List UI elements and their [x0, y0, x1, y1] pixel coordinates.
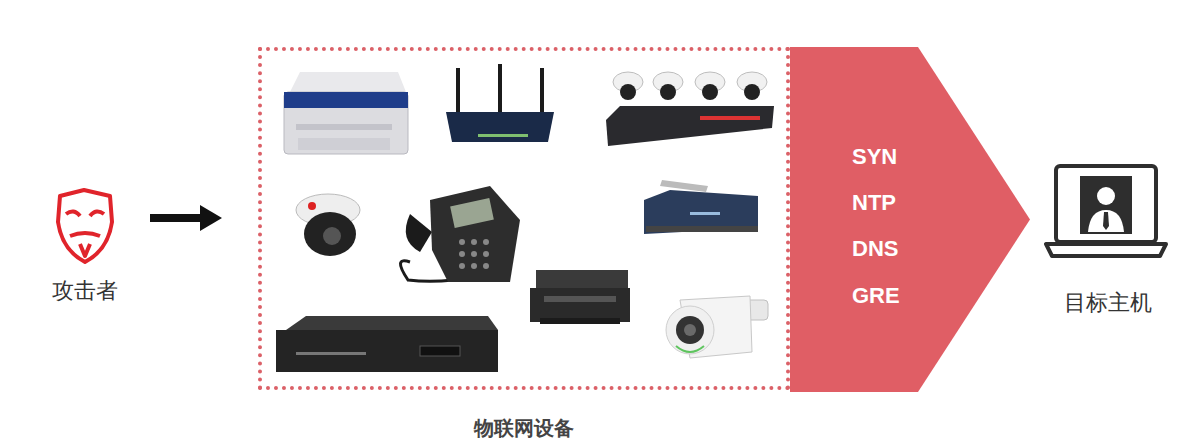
node-label: NTP — [852, 190, 896, 216]
iot-device-group: 物联网设备 — [258, 47, 790, 390]
attack-traffic-arrow: SYN NTP DNS GRE — [790, 47, 1030, 392]
node-label: 攻击者 — [52, 276, 118, 306]
attacker-icon — [58, 190, 112, 262]
node-label: GRE — [852, 283, 900, 309]
attacker-node: 攻击者 — [40, 186, 130, 310]
node-label: DNS — [852, 236, 898, 262]
arrow-head — [200, 205, 222, 231]
node-label: 物联网设备 — [474, 415, 574, 442]
bullet-camera-picture — [666, 296, 768, 358]
router-picture — [446, 64, 554, 142]
dvr-picture — [276, 316, 498, 372]
dome-camera-picture — [296, 194, 360, 256]
arrow-shape — [790, 47, 1030, 392]
camera-set-picture — [606, 72, 774, 146]
set-top-box-picture — [644, 180, 758, 234]
arrow-fill — [790, 47, 1030, 392]
phone-picture — [400, 186, 520, 282]
target-node: 目标主机 — [1046, 160, 1170, 320]
node-label: 目标主机 — [1064, 288, 1152, 318]
node-label: SYN — [852, 144, 897, 170]
small-printer-picture — [530, 270, 630, 324]
connector-line — [150, 214, 200, 222]
printer-picture — [284, 72, 408, 154]
connector-arrow — [150, 205, 222, 231]
laptop-icon — [1046, 166, 1166, 256]
